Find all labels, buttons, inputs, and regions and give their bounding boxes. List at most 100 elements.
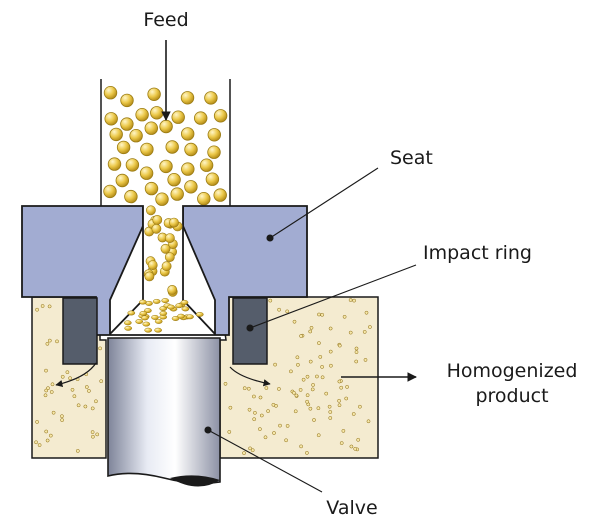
droplet [316, 406, 321, 411]
droplet [170, 187, 184, 201]
droplet [164, 252, 175, 262]
droplet [99, 379, 104, 384]
droplet [181, 162, 195, 176]
feed-tube [100, 79, 231, 206]
droplet [47, 338, 52, 343]
droplet [253, 410, 257, 415]
droplet [139, 310, 148, 316]
droplet [277, 307, 281, 312]
droplet [299, 444, 303, 449]
droplet [199, 158, 214, 172]
droplet [329, 363, 333, 368]
droplet [328, 326, 333, 331]
droplet [223, 381, 228, 386]
droplet [368, 325, 372, 329]
droplet [139, 166, 154, 180]
droplet [308, 359, 313, 364]
droplet [277, 387, 281, 391]
droplet [45, 438, 50, 443]
droplet [84, 385, 89, 389]
droplet [337, 403, 342, 408]
droplet [308, 329, 313, 334]
droplet [308, 406, 313, 411]
droplet [266, 409, 270, 413]
droplet [177, 313, 185, 319]
droplet [301, 377, 306, 382]
droplet [175, 303, 183, 309]
droplet [120, 93, 134, 108]
droplet [242, 386, 247, 391]
droplet [35, 420, 39, 424]
droplet [180, 127, 195, 141]
droplet [227, 430, 232, 434]
droplet [305, 374, 310, 379]
droplet [75, 449, 80, 453]
droplet [37, 443, 42, 447]
droplet [60, 414, 64, 419]
droplet [354, 346, 359, 351]
droplet [140, 142, 154, 157]
valve [107, 337, 221, 487]
droplet [127, 310, 136, 316]
droplet [312, 418, 316, 422]
droplet [195, 311, 204, 317]
droplet [299, 334, 303, 338]
droplet [310, 387, 315, 392]
droplet [47, 304, 52, 309]
droplet [123, 320, 132, 326]
droplet [83, 404, 88, 409]
droplet [167, 284, 178, 295]
droplet [320, 375, 325, 380]
droplet [242, 451, 246, 455]
droplet [65, 370, 70, 375]
droplet [305, 451, 309, 455]
droplet [147, 87, 161, 102]
droplet [292, 390, 296, 395]
impact-ring-label: Impact ring [423, 242, 532, 264]
droplet [164, 233, 175, 243]
droplet [252, 417, 257, 422]
droplet [364, 310, 369, 315]
seat-label: Seat [390, 147, 433, 169]
droplet [193, 111, 208, 125]
droplet [135, 319, 144, 324]
droplet [248, 446, 252, 451]
droplet [339, 441, 344, 445]
droplet [45, 341, 50, 346]
droplet [305, 393, 310, 398]
droplet [180, 91, 195, 105]
droplet [171, 316, 180, 321]
droplet [327, 404, 332, 409]
droplet [103, 184, 117, 199]
droplet [246, 386, 251, 391]
droplet [285, 309, 290, 314]
droplet [104, 112, 118, 126]
droplet [318, 355, 323, 359]
droplet [76, 403, 81, 408]
droplet [197, 191, 211, 206]
droplet [171, 110, 185, 124]
droplet [348, 298, 353, 302]
droplet [317, 341, 321, 345]
droplet [145, 205, 156, 216]
droplet [272, 431, 276, 435]
valve-cut-shadow [170, 475, 220, 487]
droplet [289, 369, 293, 374]
droplet [120, 117, 134, 131]
droplet [125, 158, 140, 172]
droplet [155, 192, 169, 206]
droplet [180, 299, 189, 305]
droplet [135, 107, 149, 122]
droplet [116, 140, 131, 155]
droplet [354, 359, 359, 364]
flow-arrow-right [229, 366, 271, 387]
droplet [295, 355, 300, 360]
droplet [259, 413, 264, 418]
droplet [98, 346, 102, 351]
droplet [49, 390, 54, 394]
droplet [348, 330, 353, 335]
droplet [151, 223, 162, 234]
droplet [328, 416, 333, 420]
droplet [337, 398, 341, 403]
